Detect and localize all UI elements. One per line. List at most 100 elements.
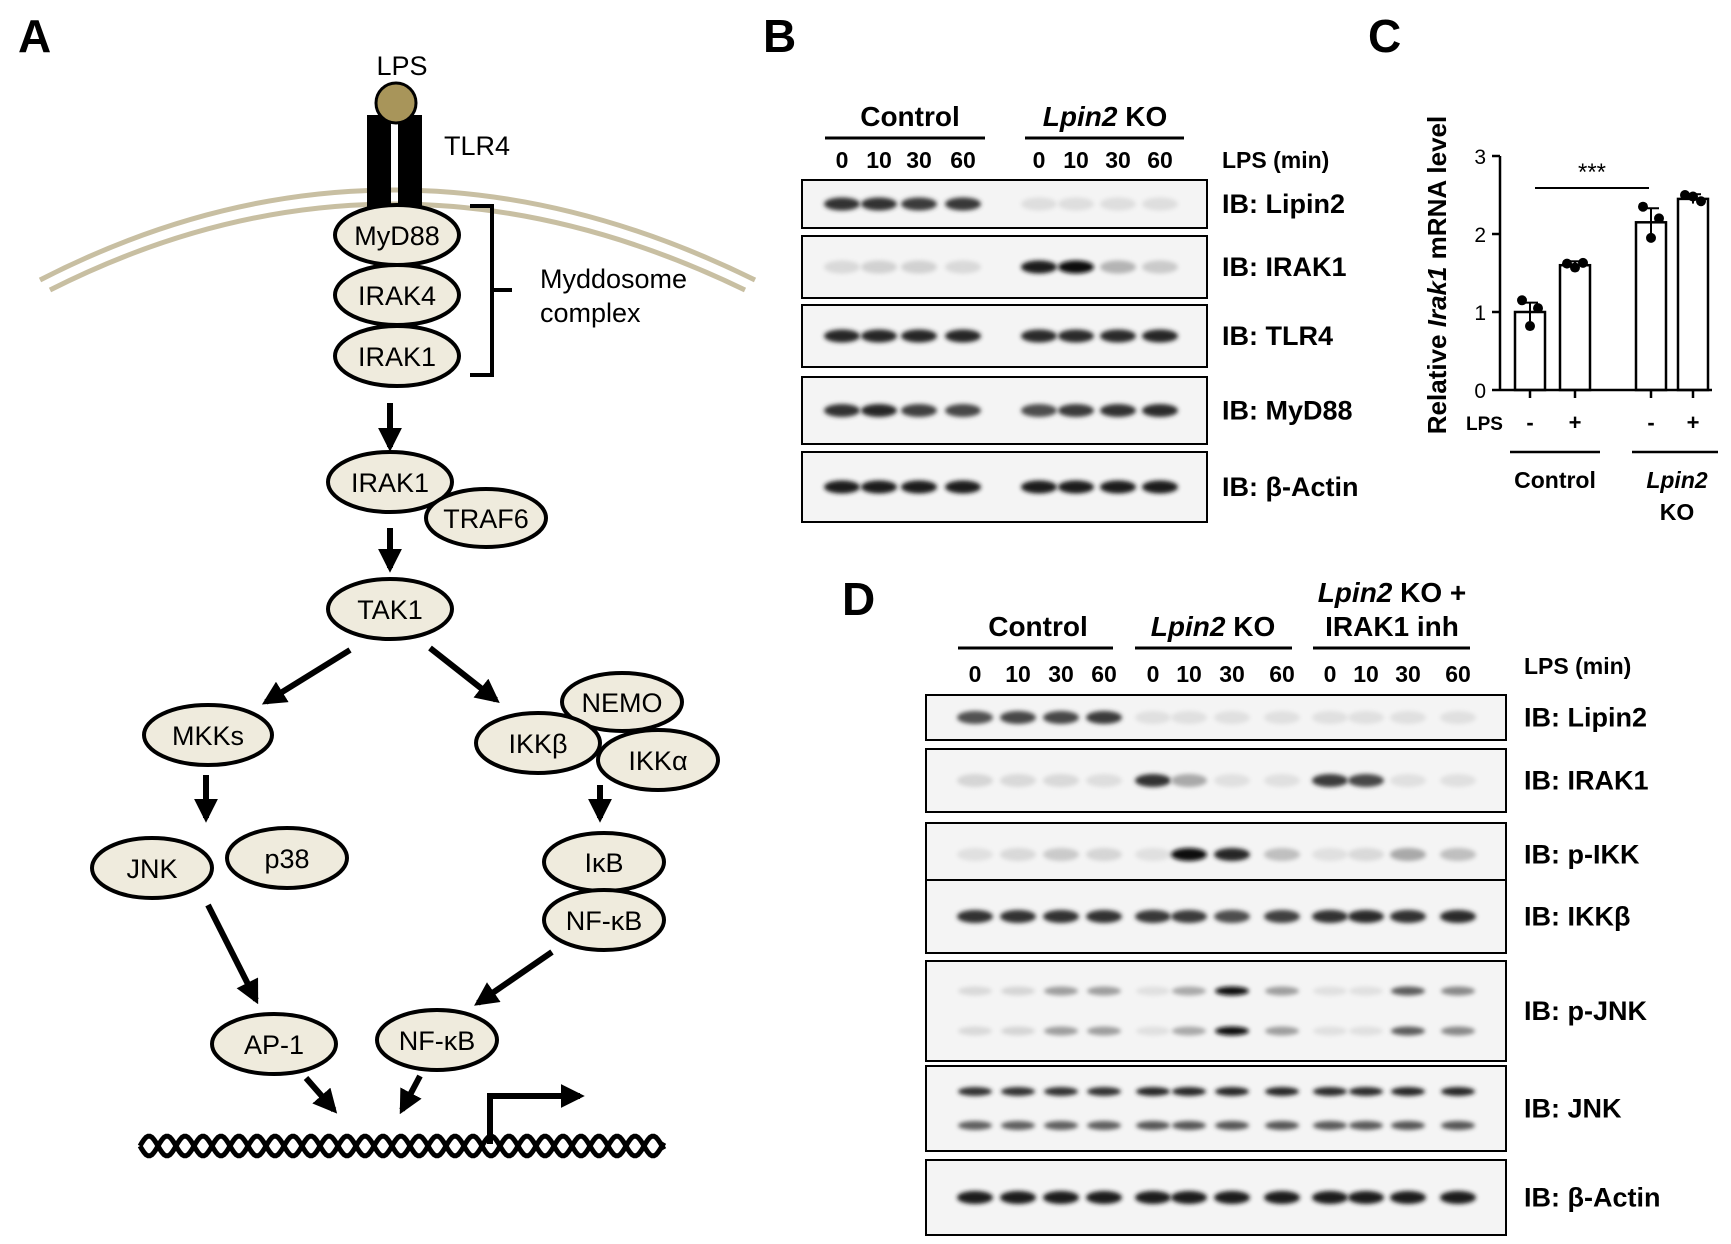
ikka-node: IKKα	[596, 728, 720, 792]
arrow-tak1-mkks	[261, 647, 352, 705]
d-band	[1265, 986, 1299, 996]
b-lps-label: LPS (min)	[1222, 147, 1329, 173]
c-data-point	[1525, 321, 1535, 332]
svg-text:JNK: JNK	[126, 854, 177, 884]
d-band	[1348, 774, 1384, 787]
d-band	[1312, 774, 1348, 787]
nemo-node: NEMO	[560, 671, 684, 733]
d-band	[957, 848, 993, 861]
tak1-node: TAK1	[326, 577, 454, 641]
svg-text:IRAK1: IRAK1	[358, 342, 436, 372]
b-lane-label: 30	[906, 147, 932, 173]
c-data-point	[1570, 262, 1580, 273]
transcription-start-arrow	[487, 1084, 585, 1144]
d-band	[1086, 774, 1122, 787]
c-y-tick-label: 0	[1474, 380, 1486, 403]
d-band	[1264, 774, 1300, 787]
d-blot-label: IB: β-Actin	[1524, 1183, 1660, 1213]
d-band	[1265, 1121, 1299, 1130]
d-band	[1391, 1026, 1425, 1036]
d-band	[1313, 986, 1347, 996]
d-band	[1348, 711, 1384, 724]
tlr4-receptor-left	[367, 115, 391, 207]
arrow-jnk-ap1	[205, 903, 259, 1005]
svg-text:NEMO: NEMO	[582, 688, 663, 718]
b-band	[901, 260, 937, 274]
b-group-ko: Lpin2 KO	[1043, 101, 1167, 132]
d-band	[1171, 711, 1207, 724]
d-band	[1043, 711, 1079, 724]
b-lane-label: 0	[1033, 147, 1046, 173]
d-lane-label: 60	[1445, 661, 1471, 687]
svg-text:MyD88: MyD88	[354, 221, 440, 251]
svg-text:NF-κB: NF-κB	[566, 906, 643, 936]
b-blot-label: IB: MyD88	[1222, 396, 1353, 426]
ikb-node: IκB	[542, 831, 666, 893]
d-blot-row: IB: p-JNK	[925, 960, 1647, 1062]
b-band	[824, 260, 860, 274]
nfkb-cytoplasmic-node: NF-κB	[542, 888, 666, 952]
d-band	[958, 1087, 992, 1096]
d-band	[1390, 848, 1426, 861]
b-band	[1021, 197, 1057, 211]
b-blot-row: IB: IRAK1	[801, 235, 1347, 299]
b-band	[945, 260, 981, 274]
d-band	[1440, 774, 1476, 787]
d-band	[1172, 1087, 1206, 1096]
b-band	[861, 404, 897, 417]
d-band	[1171, 848, 1207, 861]
b-band	[861, 329, 897, 343]
d-band	[1441, 1087, 1475, 1096]
cell-membrane-outer	[38, 187, 757, 283]
d-band	[1044, 1026, 1078, 1036]
b-band	[1142, 329, 1178, 343]
c-group-ko-label-line2: KO	[1660, 499, 1695, 525]
b-band	[1142, 480, 1178, 494]
lps-ligand	[374, 81, 418, 125]
d-band	[1391, 986, 1425, 996]
b-band	[1058, 260, 1094, 274]
d-lane-label: 60	[1269, 661, 1295, 687]
d-lane-label: 30	[1219, 661, 1245, 687]
d-lane-label: 0	[1324, 661, 1337, 687]
d-band	[1001, 1087, 1035, 1096]
b-band	[1058, 404, 1094, 417]
d-band	[957, 774, 993, 787]
d-lane-label: 60	[1091, 661, 1117, 687]
b-band	[945, 197, 981, 211]
b-band	[861, 480, 897, 494]
lps-label: LPS	[376, 51, 427, 81]
d-band	[1172, 1026, 1206, 1036]
b-band	[901, 329, 937, 343]
b-band	[1058, 329, 1094, 343]
arrow-nfkb-dna	[399, 1074, 423, 1115]
panel-a: A LPS TLR4 MyD88 IRAK4 IRAK1 Myddosome c…	[18, 10, 757, 1159]
svg-text:TAK1: TAK1	[357, 595, 423, 625]
jnk-node: JNK	[90, 836, 214, 900]
d-band	[1001, 986, 1035, 996]
b-band	[1021, 480, 1057, 494]
d-band	[1441, 1121, 1475, 1130]
d-band	[1044, 1121, 1078, 1130]
myd88-node: MyD88	[333, 203, 461, 267]
d-band	[957, 1191, 993, 1204]
d-band	[1044, 986, 1078, 996]
d-band	[1441, 1026, 1475, 1036]
d-band	[1215, 1087, 1249, 1096]
c-y-tick-label: 1	[1474, 302, 1486, 325]
d-band	[1043, 848, 1079, 861]
d-band	[1313, 1121, 1347, 1130]
b-band	[1100, 480, 1136, 494]
d-band	[1390, 774, 1426, 787]
b-blot-row: IB: TLR4	[801, 304, 1333, 368]
b-band	[1021, 329, 1057, 343]
d-band	[1215, 986, 1249, 996]
d-band	[1135, 1191, 1171, 1204]
d-band	[1087, 1026, 1121, 1036]
d-band	[1391, 1087, 1425, 1096]
b-band	[945, 480, 981, 494]
d-band	[1440, 1191, 1476, 1204]
d-band	[1390, 711, 1426, 724]
d-band	[1172, 986, 1206, 996]
